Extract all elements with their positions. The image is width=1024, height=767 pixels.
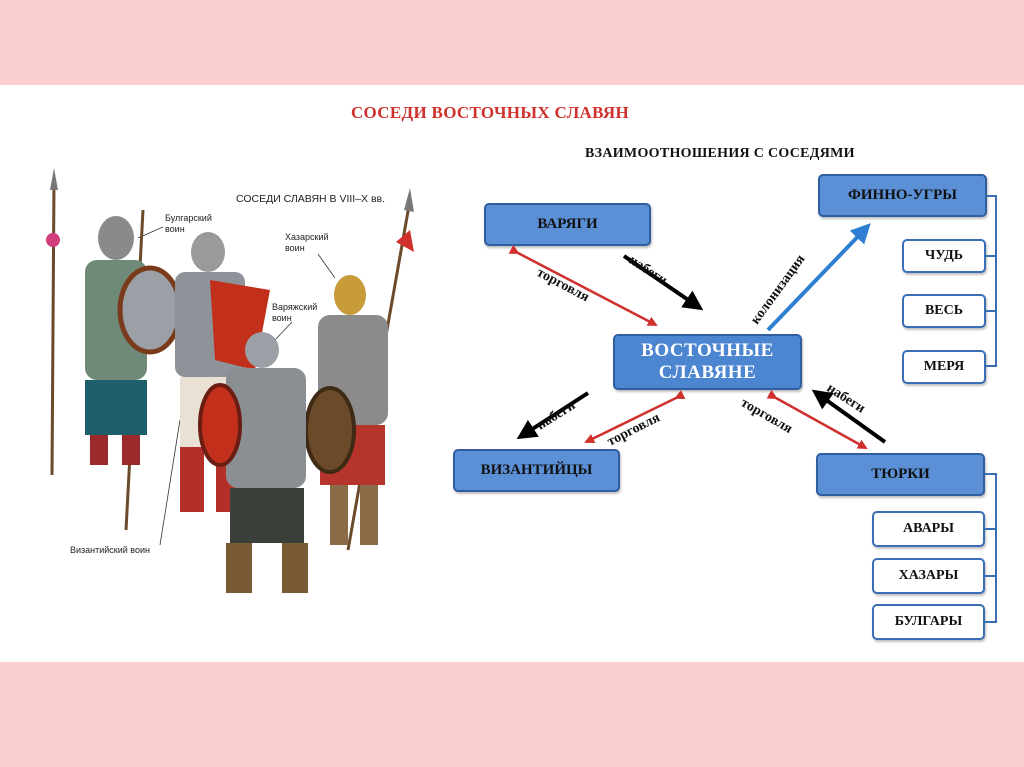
label-trade-turks: торговля (738, 395, 795, 437)
label-raids-varyagi: набеги (626, 253, 670, 289)
label-raids-byzantines: набеги (534, 398, 578, 433)
turks-bracket (985, 474, 996, 622)
label-trade-varyagi: торговля (534, 265, 592, 305)
finno-bracket (986, 196, 996, 366)
label-trade-byzantines: торговля (605, 410, 663, 449)
label-colonization: колонизация (748, 252, 809, 328)
label-raids-turks: набеги (824, 381, 868, 417)
